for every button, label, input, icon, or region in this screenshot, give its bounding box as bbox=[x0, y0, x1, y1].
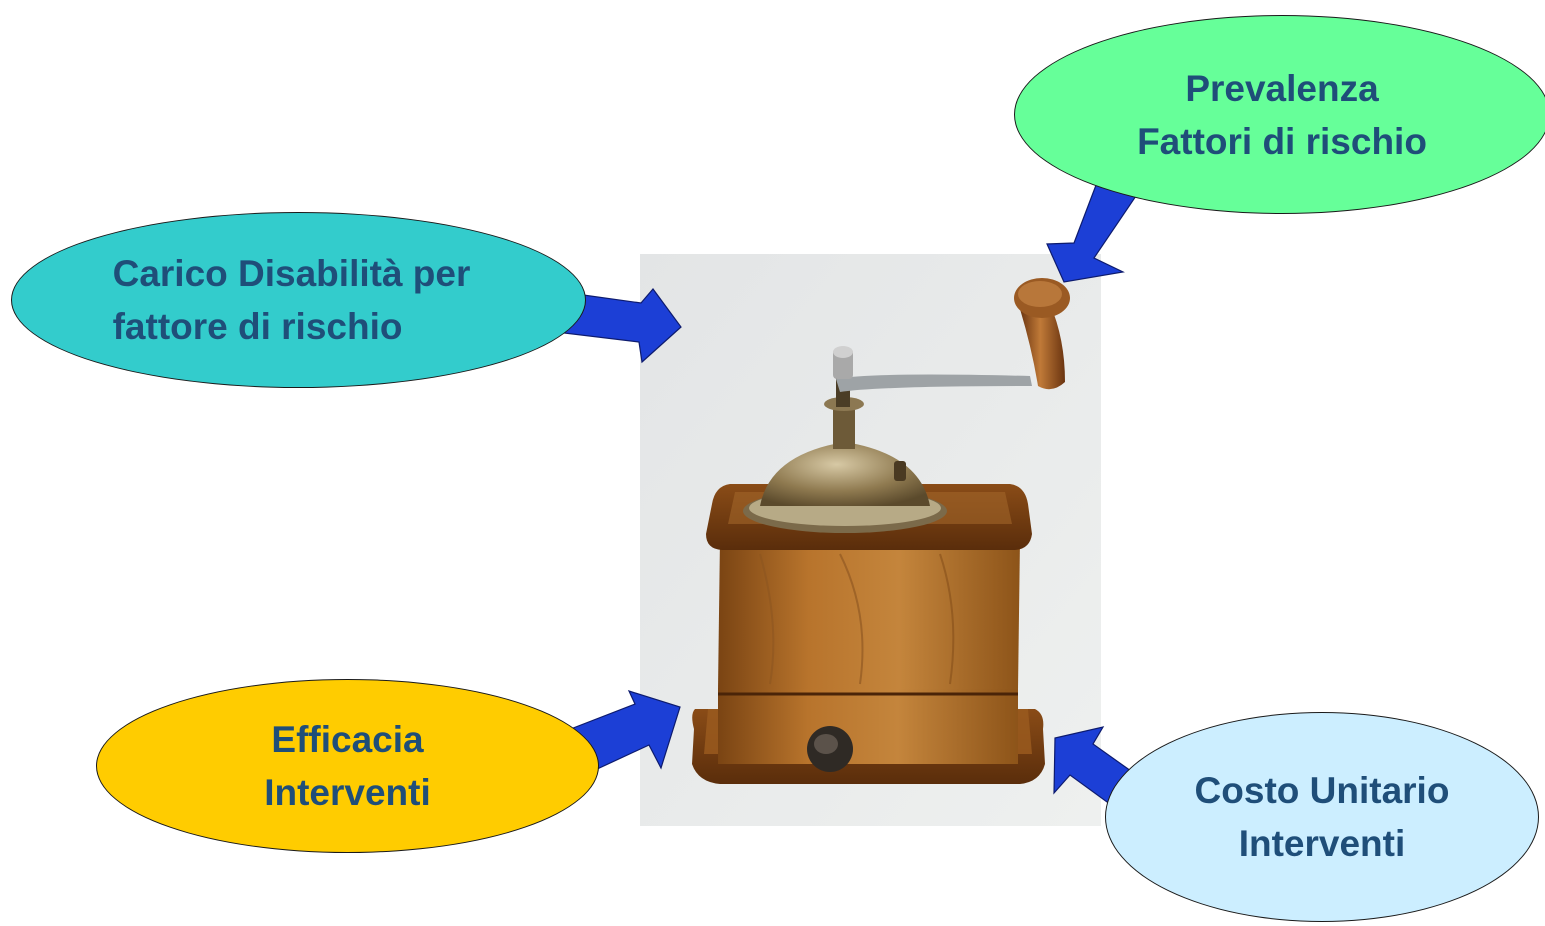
node-costo-unitario: Costo Unitario Interventi bbox=[1105, 712, 1539, 922]
node-costo-label: Costo Unitario Interventi bbox=[1195, 764, 1450, 870]
node-prevalenza-line1: Prevalenza bbox=[1185, 67, 1379, 109]
coffee-grinder-photo bbox=[640, 254, 1101, 826]
node-carico-disabilita: Carico Disabilità per fattore di rischio bbox=[11, 212, 586, 388]
node-costo-line1: Costo Unitario bbox=[1194, 770, 1450, 811]
node-efficacia-label: Efficacia Interventi bbox=[264, 713, 431, 819]
node-efficacia: Efficacia Interventi bbox=[96, 679, 599, 853]
node-costo-line2: Interventi bbox=[1238, 823, 1406, 864]
node-efficacia-line1: Efficacia bbox=[271, 719, 424, 760]
node-carico-label: Carico Disabilità per fattore di rischio bbox=[113, 247, 471, 353]
node-carico-line1: Carico Disabilità per bbox=[112, 253, 471, 294]
node-prevalenza-label: Prevalenza Fattori di rischio bbox=[1137, 62, 1427, 168]
node-efficacia-line2: Interventi bbox=[264, 772, 431, 813]
node-prevalenza-line2: Fattori di rischio bbox=[1137, 120, 1427, 162]
node-carico-line2: fattore di rischio bbox=[112, 306, 403, 347]
node-prevalenza: Prevalenza Fattori di rischio bbox=[1014, 15, 1545, 214]
